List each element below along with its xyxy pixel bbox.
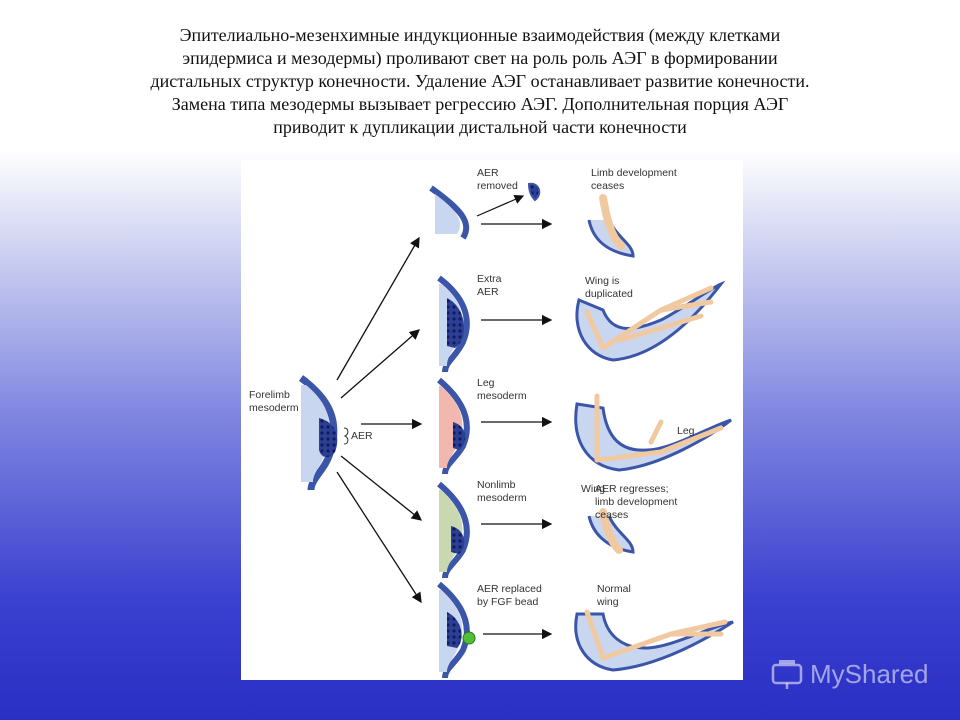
row4-condition-2: mesoderm <box>477 492 527 504</box>
projector-icon <box>771 660 803 689</box>
row3-condition-1: Leg <box>477 377 495 389</box>
row2-result-1: Wing is <box>585 275 619 287</box>
row1-result-1: Limb development <box>591 167 677 179</box>
limb-diagram: Forelimb mesoderm AER AER removed Limb d… <box>249 167 734 679</box>
caption-line: дистальных структур конечности. Удаление… <box>150 71 810 91</box>
row3-result-2: Wing <box>581 483 605 495</box>
row1-condition-2: removed <box>477 180 518 192</box>
row2-result-2: duplicated <box>585 288 633 300</box>
row2-condition-1: Extra <box>477 273 502 285</box>
row3-result-1: Leg <box>677 425 695 437</box>
row5-result-1: Normal <box>597 583 631 595</box>
row5-result-2: wing <box>596 596 619 608</box>
row4-condition-1: Nonlimb <box>477 479 516 491</box>
limb-development-figure: Forelimb mesoderm AER AER removed Limb d… <box>241 160 743 680</box>
row-nonlimb-mesoderm <box>437 481 635 579</box>
row-fgf-bead <box>437 581 734 679</box>
row2-condition-2: AER <box>477 286 499 298</box>
aer-label: AER <box>351 430 373 442</box>
fgf-bead <box>462 631 476 645</box>
arrow-to-row-2 <box>340 329 420 399</box>
watermark-text: MyShared <box>810 658 929 689</box>
aer-brace <box>343 427 349 445</box>
forelimb-label-2: mesoderm <box>249 402 299 414</box>
forelimb-bud <box>298 375 338 491</box>
caption-line: Замена типа мезодермы вызывает регрессию… <box>171 94 789 114</box>
row-aer-removed <box>429 182 635 258</box>
caption-line: приводит к дупликации дистальной части к… <box>273 117 687 137</box>
fan-arrows <box>336 236 423 604</box>
row1-result-2: ceases <box>591 180 624 192</box>
watermark: MyShared <box>770 656 929 692</box>
forelimb-label-1: Forelimb <box>249 389 290 401</box>
row3-condition-2: mesoderm <box>477 390 527 402</box>
row-extra-aer <box>437 275 726 373</box>
row4-result-1: AER regresses; <box>595 483 669 495</box>
row4-result-2: limb development <box>595 496 677 508</box>
caption-line: Эпителиально-мезенхимные индукционные вз… <box>179 25 781 45</box>
row5-condition-1: AER replaced <box>477 583 542 595</box>
row4-result-3: ceases <box>595 509 628 521</box>
row-leg-mesoderm <box>437 377 732 475</box>
arrow-to-row-1 <box>336 236 420 381</box>
slide-caption: Эпителиально-мезенхимные индукционные вз… <box>60 24 900 139</box>
row5-condition-2: by FGF bead <box>477 596 538 608</box>
arrow-to-row-5 <box>336 471 422 604</box>
row1-condition-1: AER <box>477 167 499 179</box>
arrow-to-row-4 <box>340 455 423 521</box>
caption-line: эпидермиса и мезодермы) проливают свет н… <box>182 48 778 68</box>
